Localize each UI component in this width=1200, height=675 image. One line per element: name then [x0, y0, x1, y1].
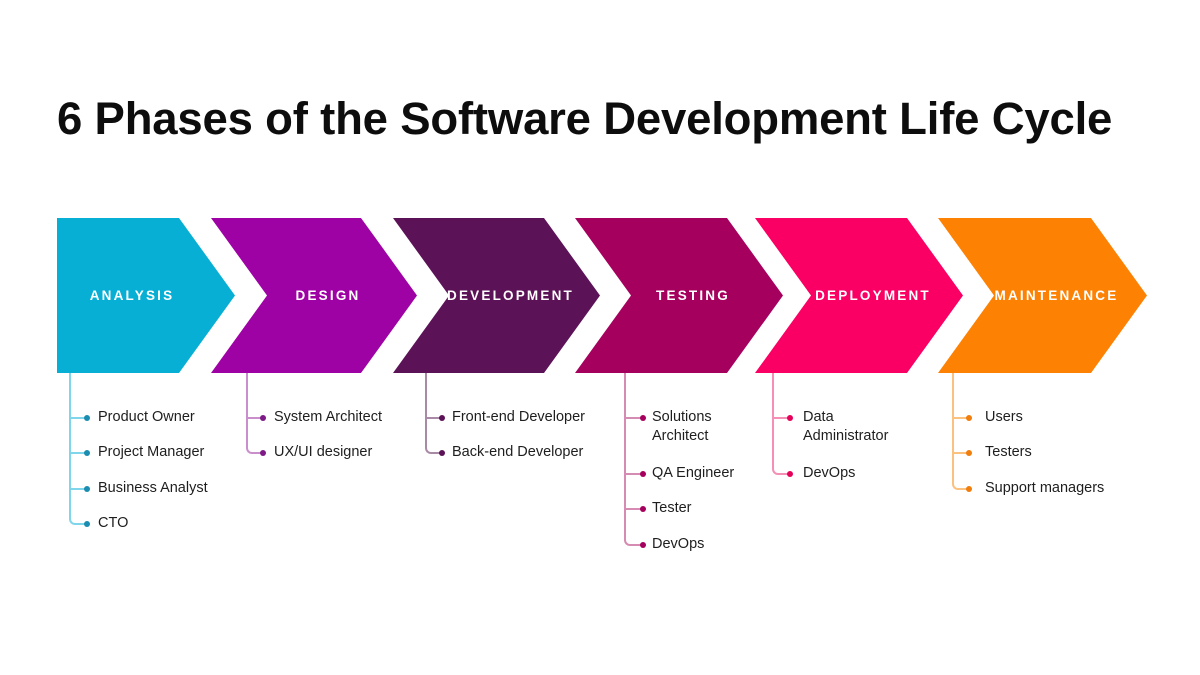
chevron-arrow-shape — [575, 218, 783, 373]
role-item: Business Analyst — [98, 480, 208, 496]
phase-label: DEPLOYMENT — [815, 288, 931, 303]
role-item: DevOps — [652, 536, 705, 552]
role-item: Back-end Developer — [452, 444, 584, 460]
tree-branch-line — [69, 488, 87, 490]
phase-design: DESIGN — [211, 218, 417, 373]
bullet-dot-icon — [84, 450, 90, 456]
phase-testing: TESTING — [575, 218, 783, 373]
phase-label: MAINTENANCE — [994, 288, 1119, 303]
phase-label: DEVELOPMENT — [447, 288, 574, 303]
phase-deployment: DEPLOYMENT — [755, 218, 963, 373]
tree-branch-line — [69, 516, 88, 525]
tree-connector-line — [246, 373, 248, 447]
tree-branch-line — [246, 445, 264, 454]
role-item: Tester — [652, 500, 692, 516]
tree-branch-line — [246, 417, 263, 419]
bullet-dot-icon — [787, 471, 793, 477]
bullet-dot-icon — [260, 415, 266, 421]
bullet-dot-icon — [84, 415, 90, 421]
role-item: Users — [985, 409, 1023, 425]
tree-branch-line — [425, 445, 443, 454]
tree-branch-line — [952, 417, 969, 419]
tree-branch-line — [772, 417, 790, 419]
phase-label: DESIGN — [295, 288, 361, 303]
tree-connector-line — [425, 373, 427, 447]
bullet-dot-icon — [640, 506, 646, 512]
bullet-dot-icon — [640, 471, 646, 477]
role-item: DevOps — [803, 465, 856, 481]
bullet-dot-icon — [966, 450, 972, 456]
role-item: CTO — [98, 515, 129, 531]
tree-branch-line — [69, 452, 87, 454]
role-item: UX/UI designer — [274, 444, 373, 460]
tree-connector-line — [952, 373, 954, 483]
bullet-dot-icon — [640, 542, 646, 548]
tree-branch-line — [425, 417, 442, 419]
tree-connector-line — [624, 373, 626, 539]
bullet-dot-icon — [439, 450, 445, 456]
bullet-dot-icon — [966, 415, 972, 421]
role-item: QA Engineer — [652, 465, 735, 481]
tree-branch-line — [624, 473, 643, 475]
bullet-dot-icon — [84, 486, 90, 492]
chevron-arrow-shape — [938, 218, 1147, 373]
bullet-dot-icon — [260, 450, 266, 456]
phase-analysis: ANALYSIS — [57, 218, 235, 373]
chevron-arrow-shape — [393, 218, 600, 373]
tree-branch-line — [624, 508, 643, 510]
role-item: System Architect — [274, 409, 382, 425]
role-item: Testers — [985, 444, 1032, 460]
tree-branch-line — [69, 417, 87, 419]
bullet-dot-icon — [439, 415, 445, 421]
page-title: 6 Phases of the Software Development Lif… — [57, 93, 1113, 144]
bullet-dot-icon — [640, 415, 646, 421]
tree-connector-line — [772, 373, 774, 468]
bullet-dot-icon — [966, 486, 972, 492]
tree-connector-line — [69, 373, 71, 518]
bullet-dot-icon — [84, 521, 90, 527]
phase-development: DEVELOPMENT — [393, 218, 600, 373]
chevron-arrow-shape — [755, 218, 963, 373]
phase-label: ANALYSIS — [89, 288, 175, 303]
chevron-arrow-shape — [211, 218, 417, 373]
role-item: Project Manager — [98, 444, 205, 460]
phase-maintenance: MAINTENANCE — [938, 218, 1147, 373]
tree-branch-line — [624, 417, 643, 419]
role-item: Support managers — [985, 480, 1105, 496]
tree-branch-line — [624, 537, 644, 546]
role-item: Front-end Developer — [452, 409, 585, 425]
tree-branch-line — [952, 452, 969, 454]
phase-label: TESTING — [656, 288, 730, 303]
role-item: Product Owner — [98, 409, 195, 425]
tree-branch-line — [952, 481, 970, 490]
tree-branch-line — [772, 466, 791, 475]
bullet-dot-icon — [787, 415, 793, 421]
chevron-arrow-shape — [57, 218, 235, 373]
